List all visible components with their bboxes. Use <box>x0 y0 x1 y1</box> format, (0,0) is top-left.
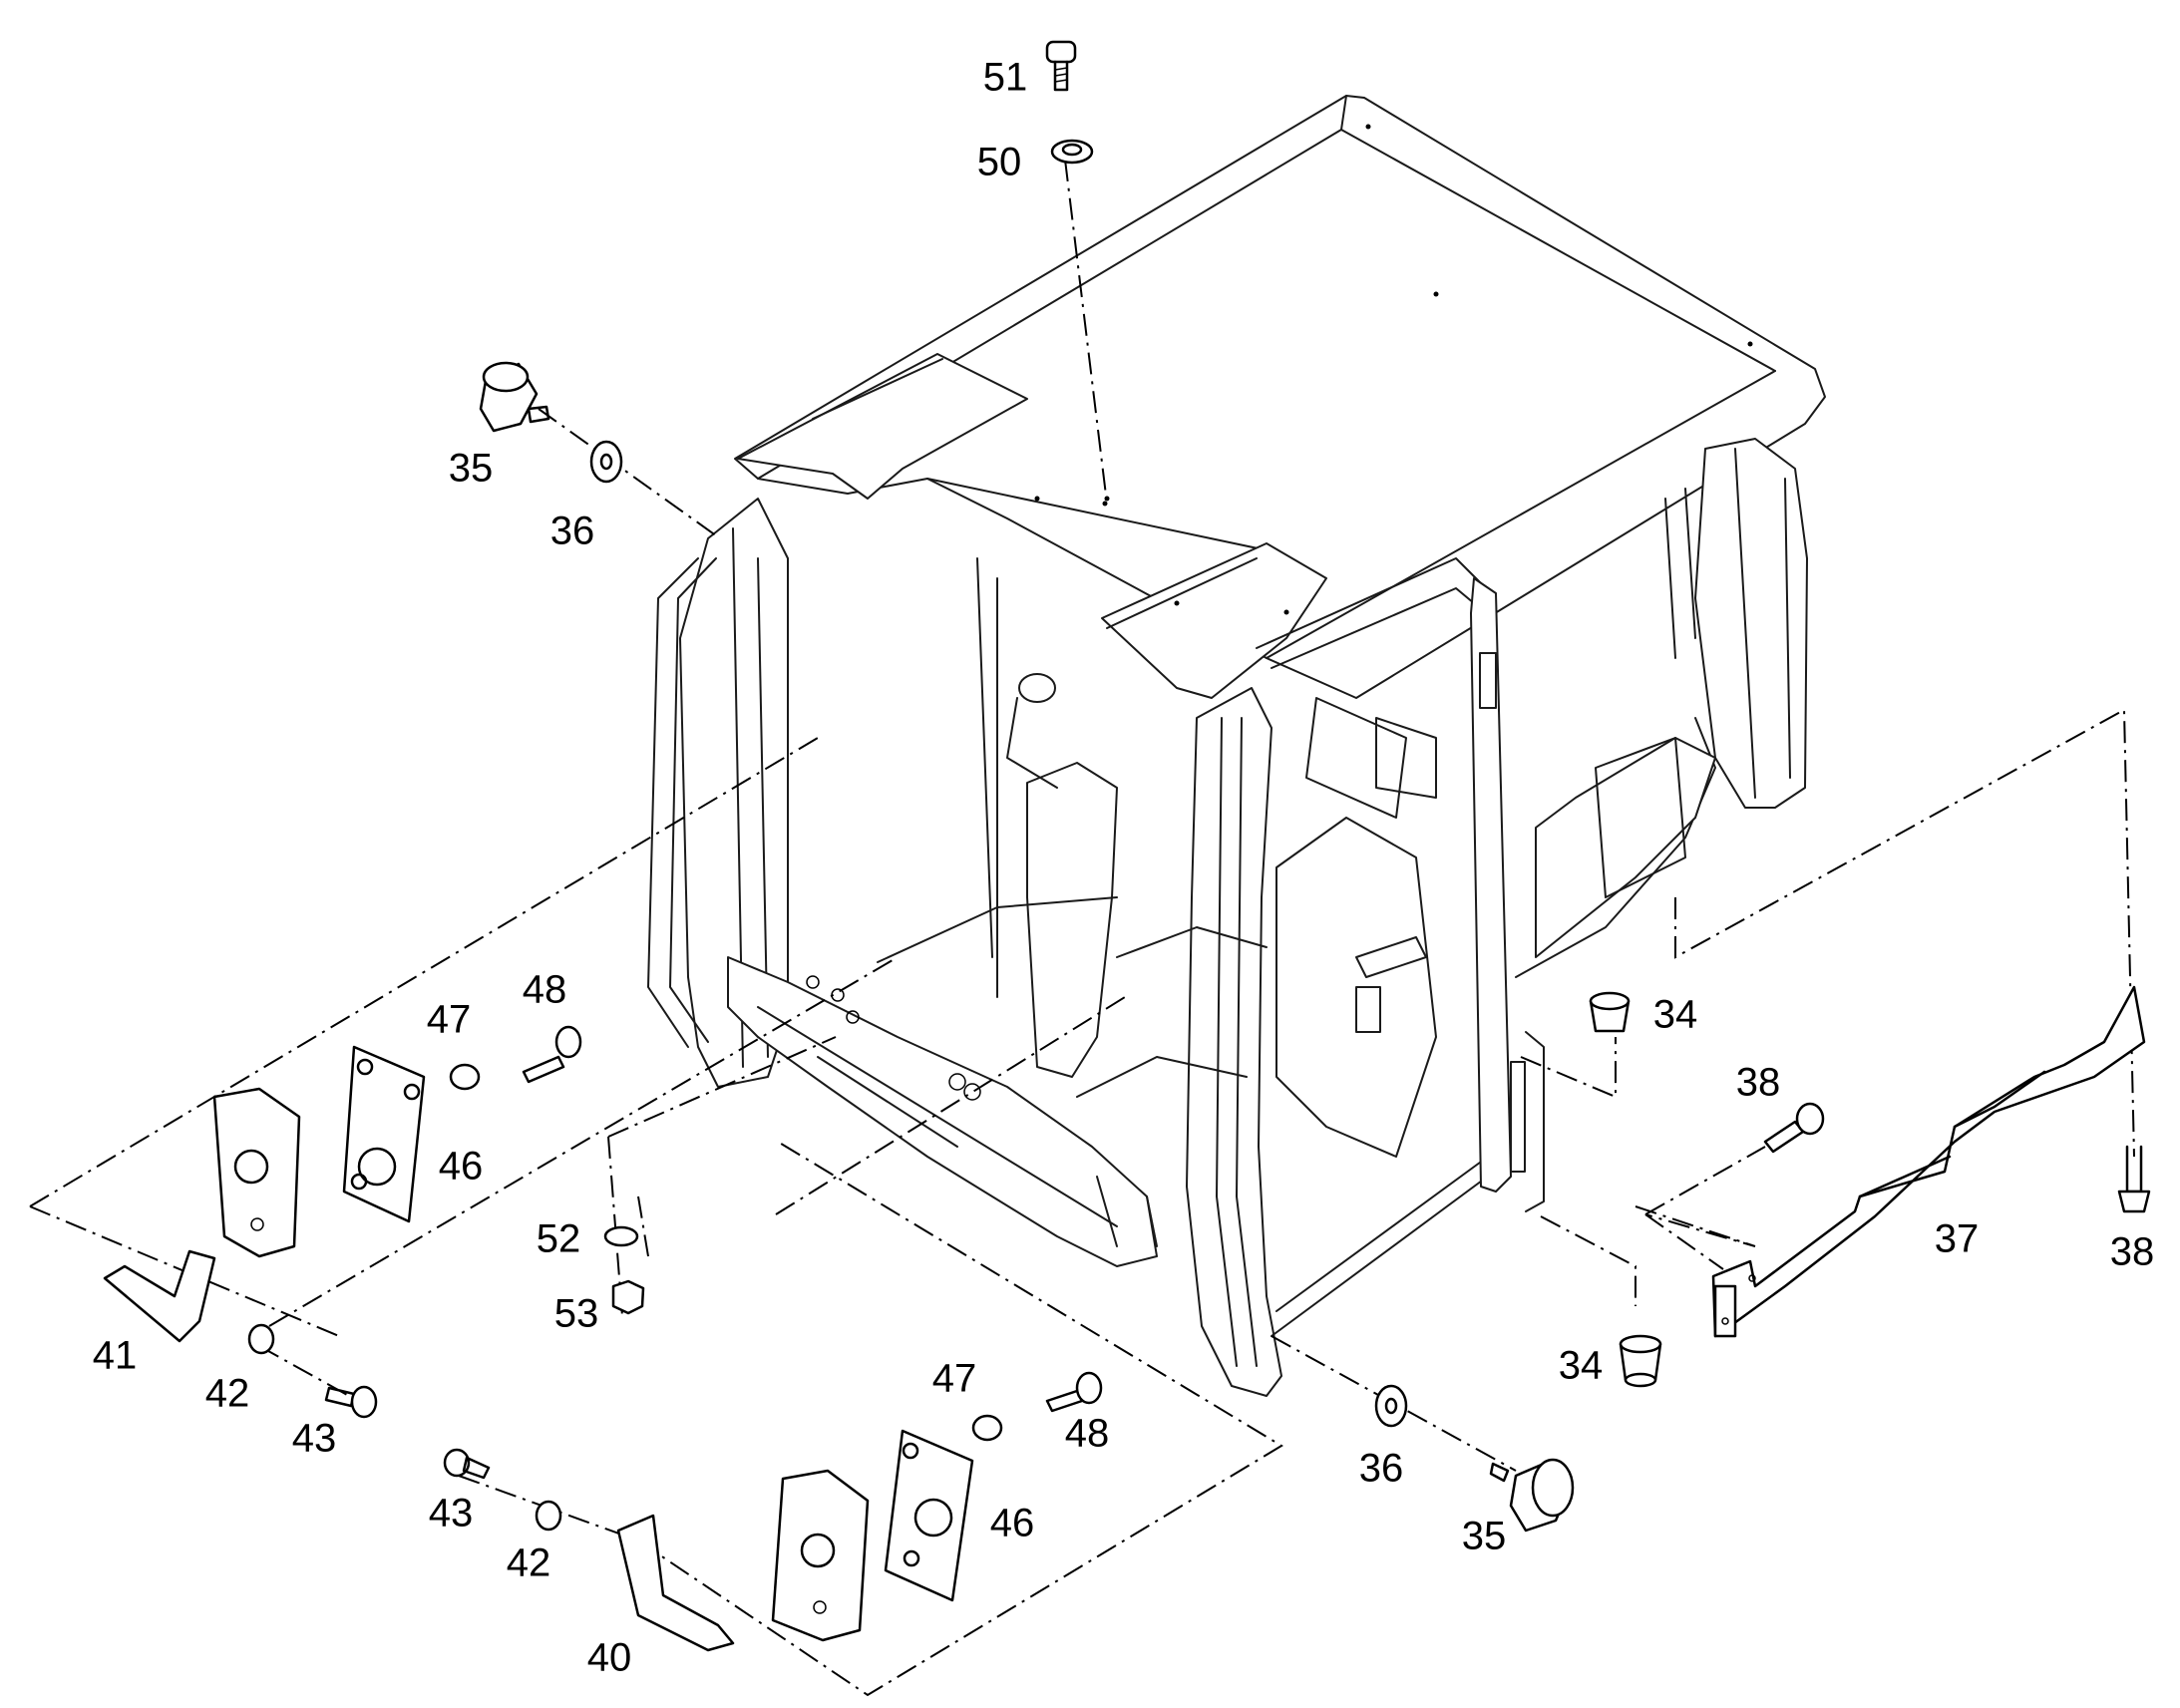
callout-42-lower: 42 <box>507 1541 551 1585</box>
spacer-block-lower <box>771 1469 870 1642</box>
plate-46-lower <box>884 1429 974 1602</box>
spacer-block-left <box>212 1087 301 1258</box>
callout-48-upper: 48 <box>523 968 567 1012</box>
washer-50 <box>1050 139 1094 165</box>
washer-42-lower <box>535 1500 562 1532</box>
callout-47-lower: 47 <box>932 1357 977 1401</box>
callout-51: 51 <box>983 56 1028 100</box>
callout-38-right: 38 <box>2110 1230 2155 1274</box>
callout-42-left: 42 <box>205 1372 250 1416</box>
cab-right-front-pillar <box>1186 687 1282 1397</box>
washer-47-left <box>449 1063 481 1091</box>
callout-52: 52 <box>537 1217 581 1261</box>
washer-47-lower <box>971 1414 1003 1442</box>
washer-52 <box>603 1225 639 1247</box>
bolt-38-right <box>2117 1145 2151 1213</box>
callout-34-upper: 34 <box>1653 993 1698 1037</box>
callout-47-upper: 47 <box>427 998 472 1042</box>
washer-36-lower <box>1374 1384 1408 1428</box>
bracket-41 <box>103 1249 216 1343</box>
grommet-34-lower <box>1619 1334 1662 1388</box>
callout-46-lower: 46 <box>990 1502 1035 1545</box>
callout-35-lower: 35 <box>1462 1515 1507 1558</box>
rubber-mount-35-lower <box>1489 1458 1575 1533</box>
callout-38-left: 38 <box>1736 1061 1781 1105</box>
plate-46-left <box>342 1045 426 1223</box>
callout-34-lower: 34 <box>1559 1344 1604 1388</box>
callout-53: 53 <box>554 1292 599 1336</box>
callout-48-lower: 48 <box>1065 1412 1110 1456</box>
callout-43-lower: 43 <box>429 1492 474 1536</box>
callout-40: 40 <box>587 1636 632 1680</box>
bolt-43-left <box>324 1385 378 1419</box>
washer-42-left <box>247 1323 275 1355</box>
bolt-48-lower <box>1045 1371 1103 1413</box>
callout-35-upper: 35 <box>449 447 494 491</box>
cab-rear-panel <box>1694 438 1808 809</box>
bracket-40 <box>616 1514 735 1652</box>
callout-50: 50 <box>977 141 1022 184</box>
callout-43-left: 43 <box>292 1417 337 1461</box>
cab-frame <box>647 95 1826 1397</box>
callout-37: 37 <box>1935 1217 1980 1261</box>
callout-41: 41 <box>93 1334 138 1378</box>
cab-left-pillar <box>679 498 789 1088</box>
callout-36-upper: 36 <box>550 510 595 553</box>
nut-53 <box>611 1279 645 1315</box>
washer-36-upper <box>589 440 623 484</box>
bracket-37 <box>1711 985 2146 1338</box>
callout-46-upper: 46 <box>439 1145 484 1189</box>
rubber-mount-35-upper <box>479 361 550 433</box>
bolt-43-lower <box>443 1448 491 1480</box>
bolt-38-left <box>1763 1102 1825 1154</box>
grommet-34-upper <box>1589 991 1631 1033</box>
callout-36-lower: 36 <box>1359 1447 1404 1491</box>
callout-labels: 51 50 35 36 34 38 37 38 34 47 48 46 52 5… <box>93 56 2155 1680</box>
leader-lines <box>29 159 2135 1697</box>
bolt-48-left <box>522 1025 582 1084</box>
bolt-51 <box>1045 40 1077 92</box>
